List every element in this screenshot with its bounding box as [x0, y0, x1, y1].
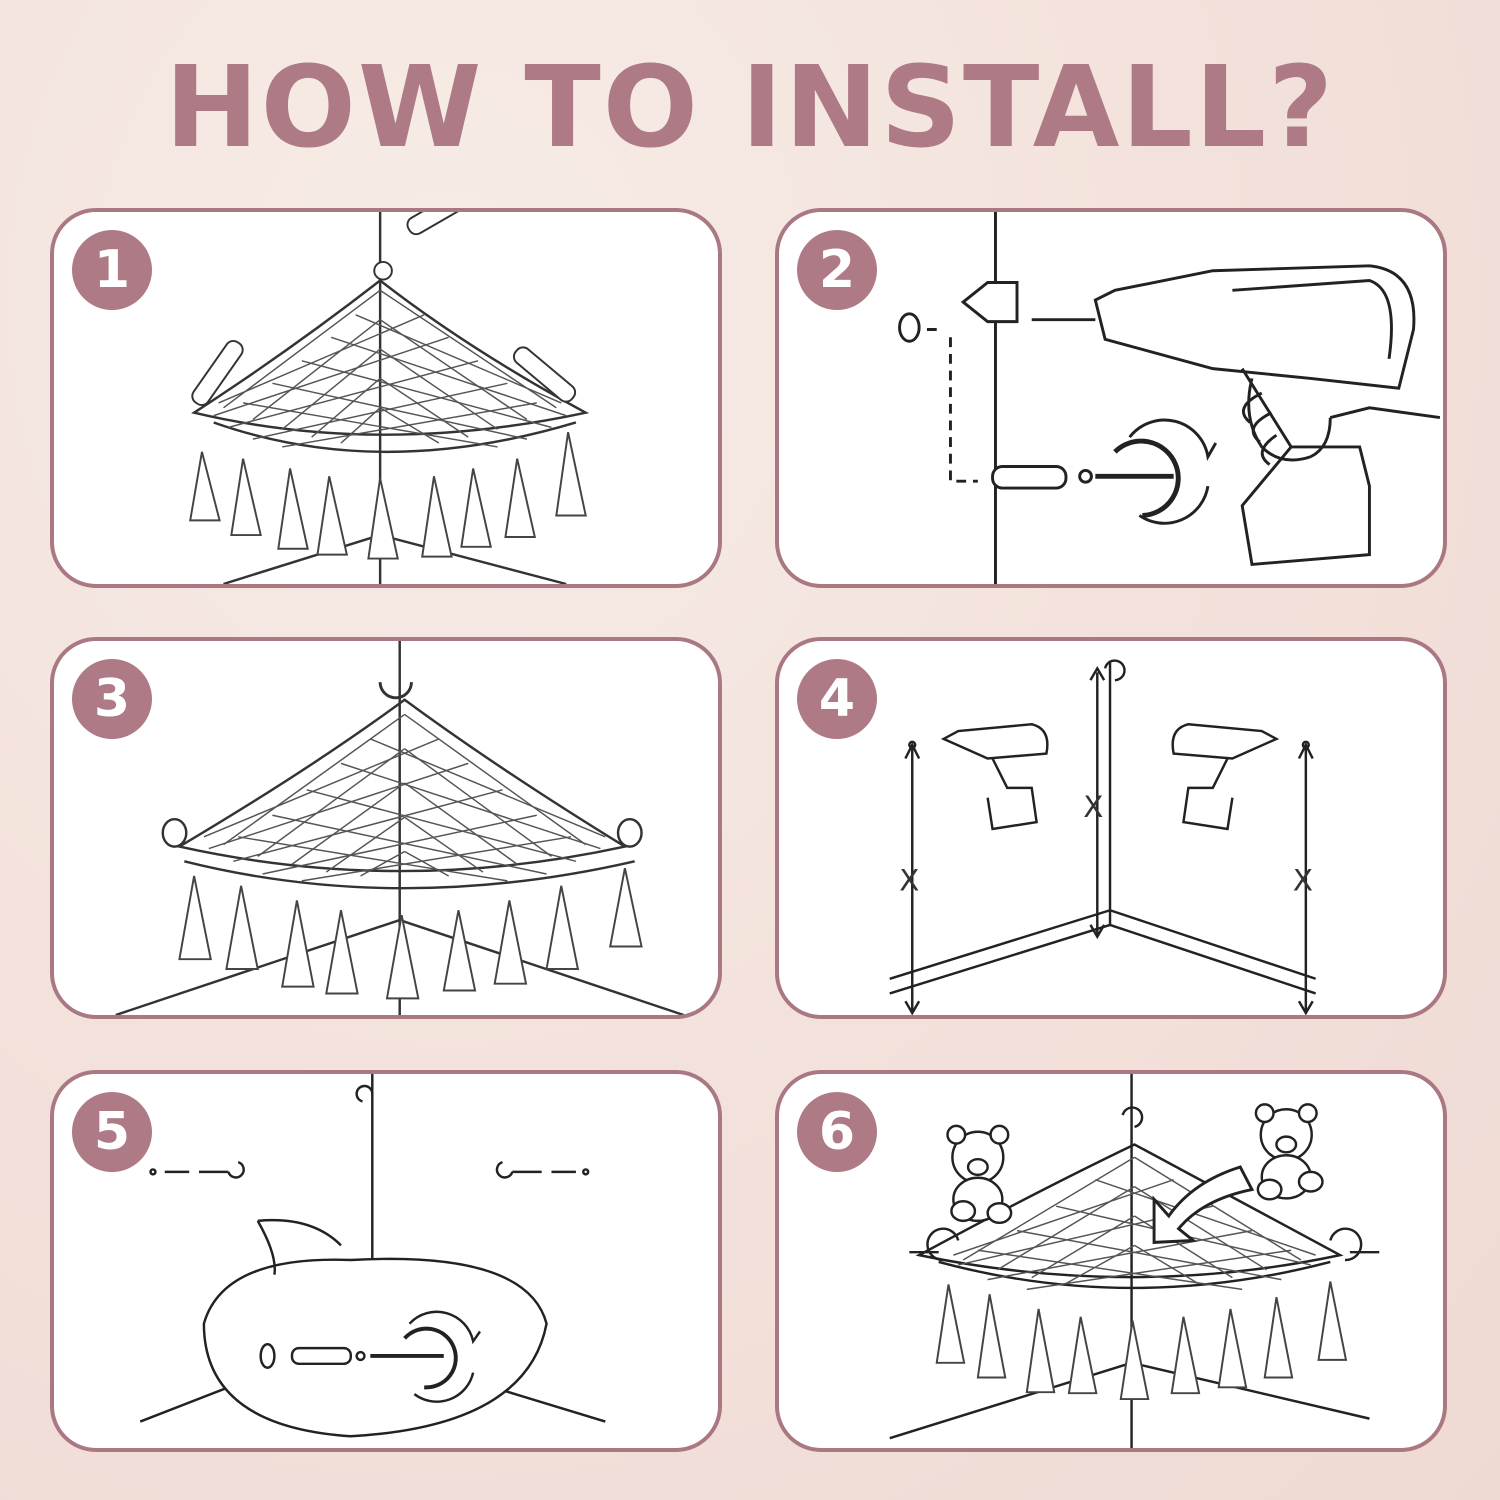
step-1-badge: 1	[72, 230, 152, 310]
step-5-illustration	[139, 1074, 606, 1438]
step-4-illustration: X X X	[889, 659, 1317, 1015]
step-2-badge: 2	[797, 230, 877, 310]
step-4-panel: 4 X X X	[775, 637, 1447, 1019]
step-6-illustration	[889, 1074, 1380, 1448]
step-5-badge: 5	[72, 1092, 152, 1172]
step-6-panel: 6	[775, 1070, 1447, 1452]
step-2-panel: 2	[775, 208, 1447, 588]
page-title: HOW TO INSTALL?	[164, 43, 1336, 173]
step-4-badge: 4	[797, 659, 877, 739]
step-3-badge: 3	[72, 659, 152, 739]
step-2-illustration	[898, 212, 1441, 584]
step-5-panel: 5	[50, 1070, 722, 1452]
step-1-panel: 1	[50, 208, 722, 588]
step-3-illustration	[115, 641, 685, 1015]
step-6-badge: 6	[797, 1092, 877, 1172]
step-4-label-center: X	[1083, 790, 1103, 824]
step-3-panel: 3	[50, 637, 722, 1019]
step-4-label-left: X	[899, 864, 919, 898]
step-1-illustration	[189, 212, 590, 584]
teddy-bear-right-icon	[1254, 1103, 1324, 1201]
step-4-label-right: X	[1293, 864, 1313, 898]
teddy-bear-left-icon	[946, 1124, 1013, 1225]
